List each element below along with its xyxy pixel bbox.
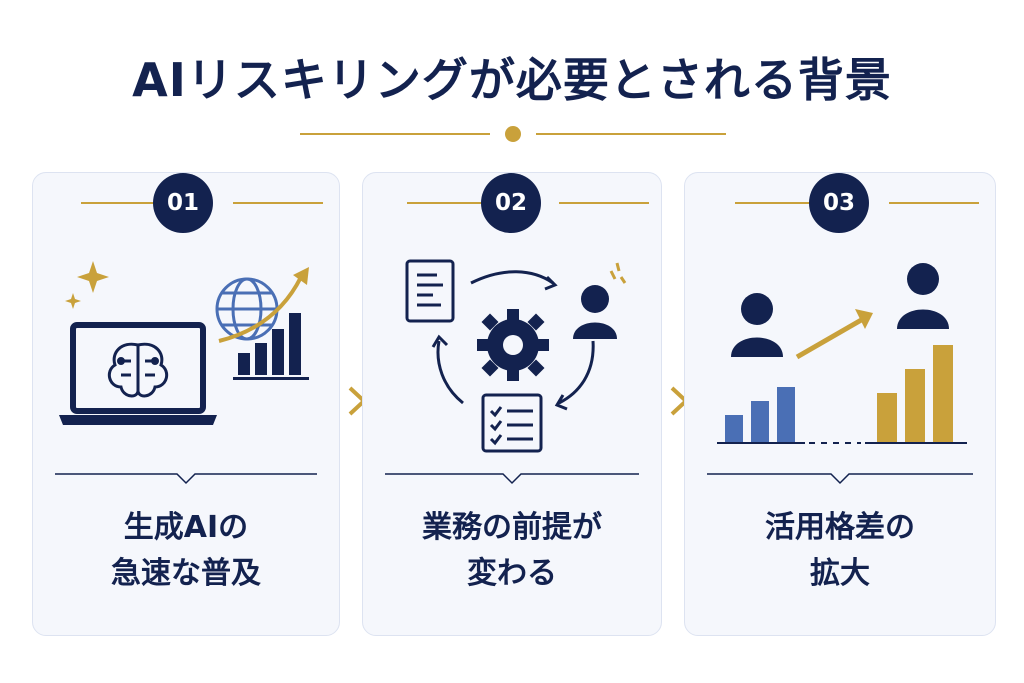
person-icon xyxy=(897,263,949,329)
divider-dot-icon xyxy=(505,126,521,142)
brain-circuit-icon xyxy=(107,342,169,398)
caption-separator xyxy=(707,473,973,485)
person-icon xyxy=(731,293,783,357)
gold-bar-chart-icon xyxy=(877,345,953,443)
page-title: AIリスキリングが必要とされる背景 xyxy=(132,53,892,107)
card-illustration xyxy=(717,263,967,444)
blue-bar-chart-icon xyxy=(725,387,795,443)
step-number-badge: 02 xyxy=(481,173,541,233)
caption-separator xyxy=(385,473,639,485)
card-generative-ai: 01 xyxy=(32,172,340,636)
card-usage-gap: 03 活用格差の 拡大 xyxy=(684,172,996,636)
checklist-icon xyxy=(481,393,543,453)
person-icon xyxy=(573,262,627,339)
card-label: 活用格差の 拡大 xyxy=(765,510,915,591)
card-label: 業務の前提が 変わる xyxy=(422,510,602,591)
caption-separator xyxy=(55,473,317,485)
upward-arrow-icon xyxy=(218,267,309,343)
title-divider xyxy=(0,124,1024,144)
document-icon xyxy=(405,259,455,323)
step-number-badge: 01 xyxy=(153,173,213,233)
laptop-icon xyxy=(59,322,217,425)
card-label: 生成AIの 急速な普及 xyxy=(111,510,261,591)
cycle-arrows-icon xyxy=(431,270,595,411)
rising-bar-chart-icon xyxy=(233,313,309,380)
card-illustration xyxy=(405,259,627,453)
gear-icon xyxy=(477,309,549,381)
card-work-premise: 02 xyxy=(362,172,662,636)
step-number-badge: 03 xyxy=(809,173,869,233)
sparkle-icon xyxy=(65,261,109,309)
card-illustration xyxy=(59,261,309,425)
upward-arrow-icon xyxy=(795,309,873,360)
